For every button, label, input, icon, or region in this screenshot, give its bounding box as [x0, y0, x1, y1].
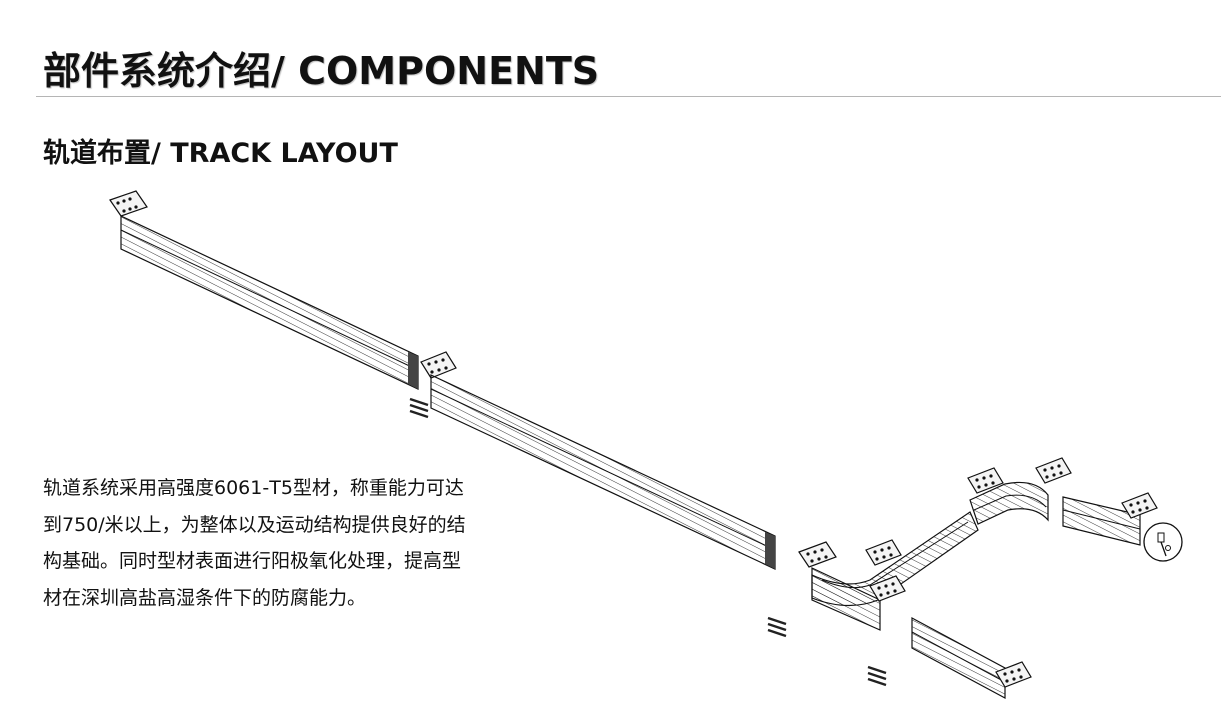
mounting-plate — [869, 575, 906, 602]
track-rail-short — [911, 616, 1006, 700]
track-rail-long — [430, 374, 776, 570]
connector-pin — [767, 616, 787, 638]
track-curve-junction — [811, 511, 979, 631]
track-curve-corner — [969, 481, 1049, 525]
track-rail-short — [1062, 496, 1141, 546]
mounting-plate — [109, 190, 148, 217]
section-title: 轨道布置/ TRACK LAYOUT — [43, 138, 398, 169]
mounting-plate — [798, 541, 837, 568]
description-line: 构基础。同时型材表面进行阳极氧化处理，提高型 — [43, 550, 462, 572]
mounting-plate — [995, 661, 1032, 688]
connector-pin — [409, 397, 429, 419]
description-line: 轨道系统采用高强度6061-T5型材，称重能力可达 — [43, 477, 464, 499]
mounting-plate — [420, 351, 457, 379]
track-description: 轨道系统采用高强度6061-T5型材，称重能力可达 到750/米以上，为整体以及… — [43, 470, 513, 616]
description-line: 材在深圳高盐高湿条件下的防腐能力。 — [43, 586, 367, 609]
detail-callout-circle — [1143, 522, 1183, 562]
mounting-plate — [1035, 457, 1072, 484]
connector-pin — [867, 665, 887, 687]
track-rail-long — [120, 215, 419, 390]
mounting-plate — [865, 539, 902, 566]
mounting-plate — [967, 467, 1004, 494]
page-title: 部件系统介绍/ COMPONENTS — [43, 49, 600, 93]
mounting-plate — [1121, 492, 1158, 519]
description-line: 到750/米以上，为整体以及运动结构提供良好的结 — [43, 513, 466, 536]
title-divider — [36, 96, 1221, 97]
